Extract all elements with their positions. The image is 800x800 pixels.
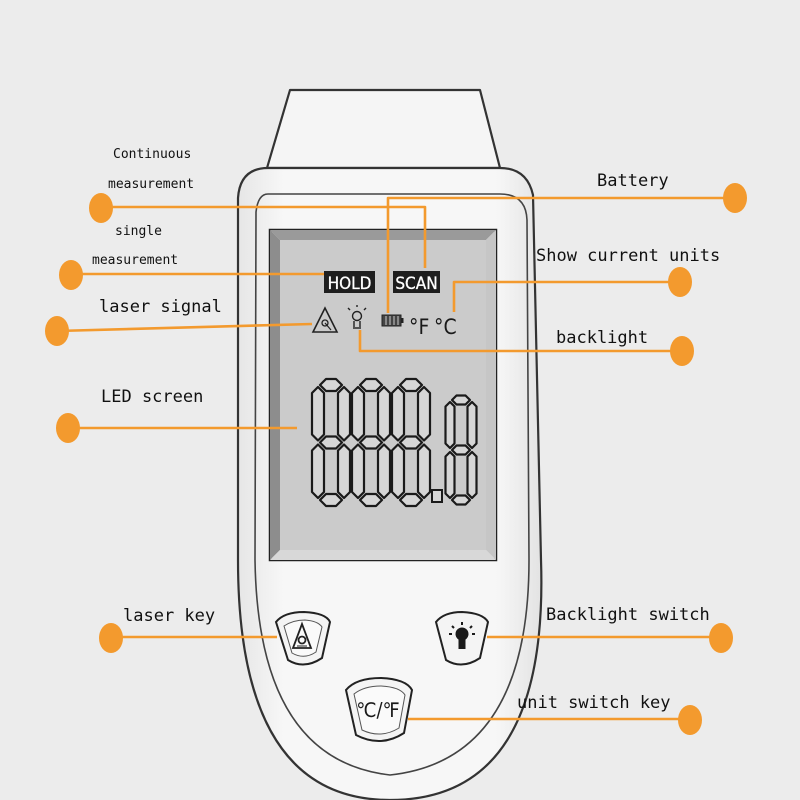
digit-2-segment-c [416, 443, 432, 500]
hold-badge-bg [324, 271, 375, 293]
scan-badge-bg [393, 271, 440, 293]
digit-2-segment-e [390, 443, 406, 500]
decimal-point [431, 489, 443, 503]
digit-0-segment-g [318, 435, 344, 450]
device-nose [265, 88, 502, 170]
celsius-indicator: °C [434, 315, 457, 339]
label-laser-key: laser key [123, 606, 216, 626]
digit-0-segment-d [318, 492, 344, 508]
leader-continuous [100, 205, 427, 268]
leader-lines [56, 196, 735, 721]
digit-0-segment-f [310, 385, 326, 442]
digit-1-segment-a [358, 377, 384, 393]
label-backlight: backlight [556, 328, 649, 348]
digit-3-segment-g [450, 444, 472, 456]
digit-1-segment-g [358, 435, 384, 450]
callout-dot-unit-switch-key [678, 705, 702, 735]
laser-warning-icon [311, 306, 339, 333]
label-unit-switch-key: unit switch key [517, 693, 671, 713]
callout-dot-laser-signal [45, 316, 69, 346]
device-inner-bezel [254, 193, 530, 776]
digit-2-segment-g [398, 435, 424, 450]
digit-1-segment-b [376, 385, 392, 442]
label-battery: Battery [597, 171, 669, 191]
unit-switch-key-label: ℃/℉ [356, 698, 399, 722]
digit-1-segment-f [350, 385, 366, 442]
label-laser-signal: laser signal [99, 297, 222, 317]
digit-0-segment-a [318, 377, 344, 393]
digit-1-segment-d [358, 492, 384, 508]
digit-3-segment-a [450, 394, 472, 406]
label-single-line1: single [115, 224, 162, 239]
backlight-bulb-icon [449, 622, 475, 649]
callout-dot-backlight [670, 336, 694, 366]
digit-0-segment-c [336, 443, 352, 500]
bulb-icon [347, 305, 367, 329]
label-backlight-switch: Backlight switch [546, 605, 710, 625]
digit-3-segment-c [466, 450, 478, 500]
label-show-units: Show current units [536, 246, 721, 266]
backlight-key-button[interactable] [434, 610, 490, 666]
leader-backlight [358, 330, 682, 353]
label-continuous-line1: Continuous [113, 147, 192, 162]
label-led-screen: LED screen [101, 387, 204, 407]
digit-0-segment-b [336, 385, 352, 442]
battery-icon [381, 314, 404, 327]
digit-3-segment-d [450, 494, 472, 506]
label-continuous-line2: measurement [108, 177, 195, 192]
callout-dot-backlight-switch [709, 623, 733, 653]
hold-indicator: HOLD [328, 274, 372, 294]
leader-battery [386, 196, 735, 313]
digit-1-segment-c [376, 443, 392, 500]
callout-dot-show-units [668, 267, 692, 297]
callout-dot-led-screen [56, 413, 80, 443]
laser-key-button[interactable] [274, 610, 332, 666]
scan-indicator: SCAN [395, 274, 437, 294]
digit-2-segment-a [398, 377, 424, 393]
unit-switch-key-button[interactable]: ℃/℉ [344, 676, 414, 742]
digit-2-segment-f [390, 385, 406, 442]
callout-dot-battery [723, 183, 747, 213]
digit-2-segment-d [398, 492, 424, 508]
digit-3-segment-e [444, 450, 456, 500]
digit-2-segment-b [416, 385, 432, 442]
laser-key-icon [291, 621, 313, 649]
leader-show-units [452, 280, 680, 312]
digit-1-segment-e [350, 443, 366, 500]
fahrenheit-indicator: °F [409, 315, 429, 339]
seven-segment-display [310, 377, 478, 508]
callout-dot-continuous [89, 193, 113, 223]
digit-0-segment-e [310, 443, 326, 500]
callout-dot-laser-key [99, 623, 123, 653]
callout-dot-single [59, 260, 83, 290]
leader-laser-signal [56, 322, 313, 333]
digit-3-segment-f [444, 400, 456, 450]
digit-3-segment-b [466, 400, 478, 450]
label-single-line2: measurement [92, 253, 179, 268]
